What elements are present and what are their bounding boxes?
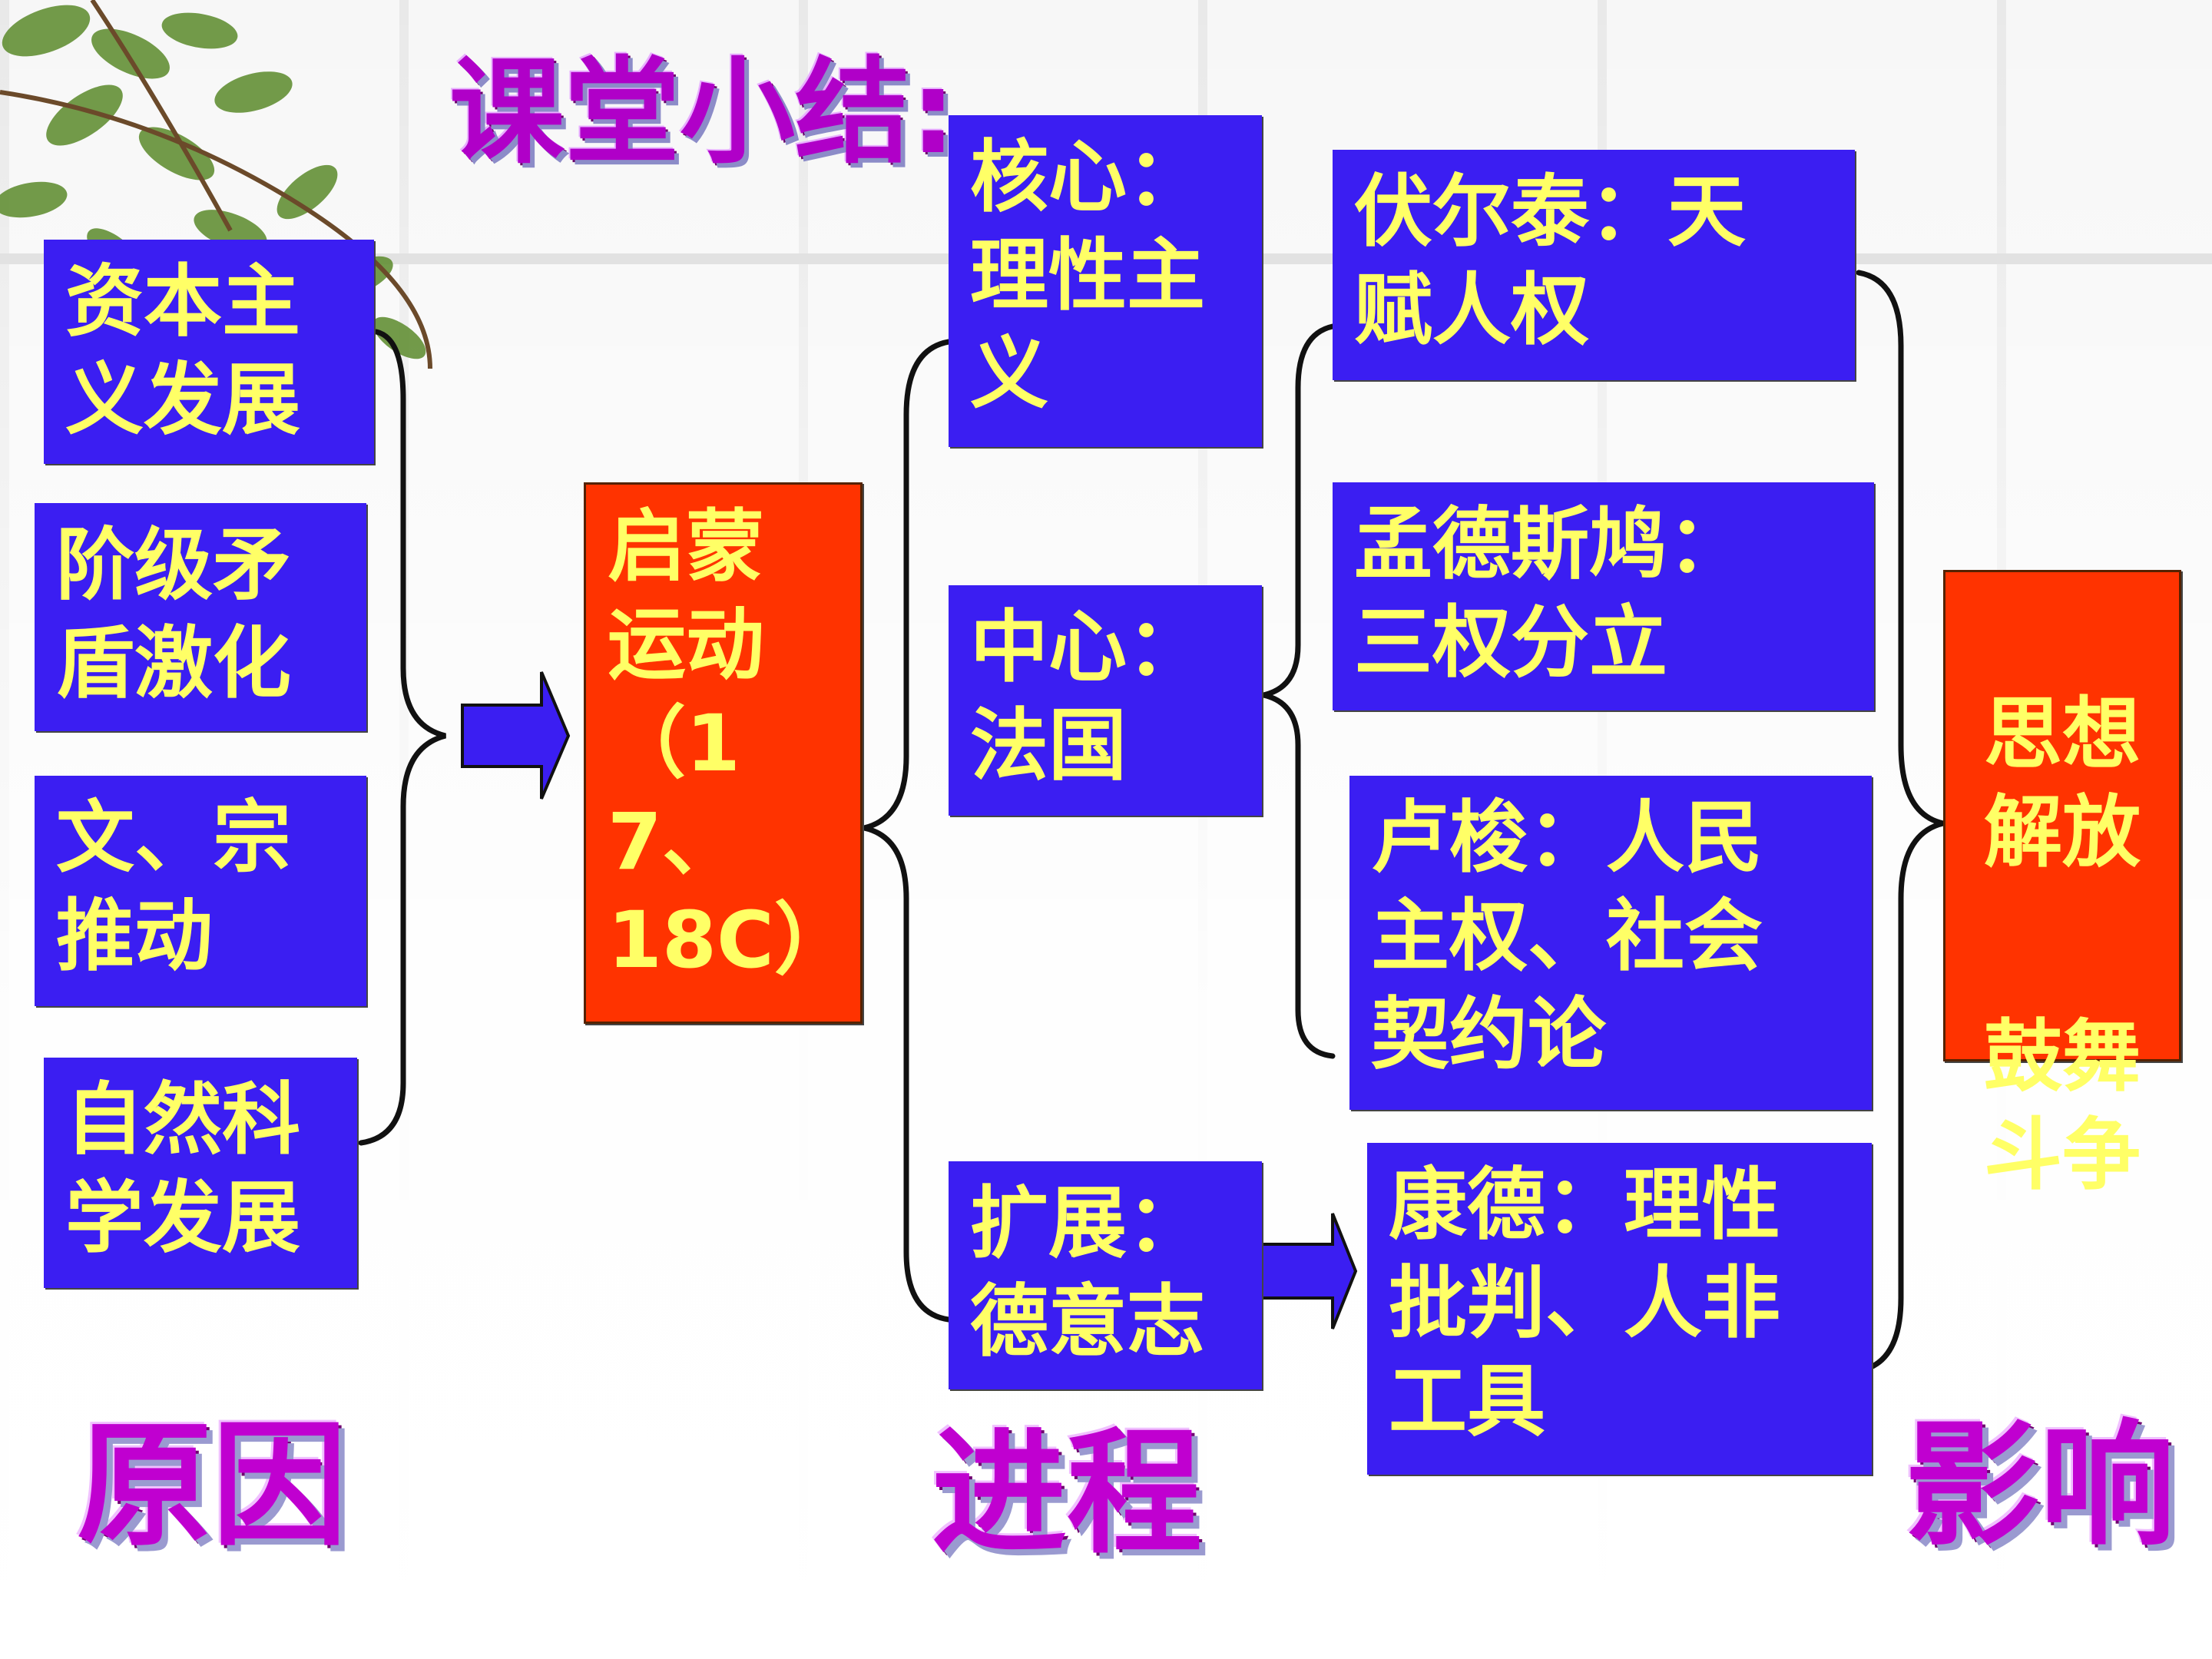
thinker-kant: 康德：理性 批判、人非 工具	[1367, 1143, 1872, 1475]
page-title: 课堂小结:	[449, 46, 956, 180]
cause-natural-science: 自然科 学发展	[44, 1058, 357, 1288]
impact-liberation: 思想 解放	[1984, 689, 2141, 879]
cause-capitalism: 资本主 义发展	[44, 240, 374, 464]
process-core: 核心： 理性主 义	[949, 115, 1262, 447]
enlightenment-box: 启蒙 运动 （17、 18C）	[584, 482, 863, 1024]
thinker-montesquieu: 孟德斯鸠： 三权分立	[1333, 482, 1874, 710]
arrow-to-kant	[1260, 1213, 1358, 1330]
heading-cause: 原因	[77, 1407, 348, 1565]
impact-box: 思想 解放 鼓舞 斗争	[1943, 570, 2181, 1201]
thinker-rousseau: 卢梭：人民 主权、社会 契约论	[1349, 776, 1872, 1110]
heading-impact: 影响	[1905, 1407, 2176, 1565]
thinker-voltaire: 伏尔泰：天 赋人权	[1333, 150, 1855, 380]
impact-encourage: 鼓舞 斗争	[1984, 1012, 2141, 1201]
process-hub: 中心： 法国	[949, 585, 1262, 816]
process-spread: 扩展： 德意志	[949, 1161, 1262, 1389]
cause-renaissance-reformation: 文、宗 推动	[35, 776, 366, 1006]
plant-decoration	[0, 0, 432, 369]
heading-process: 进程	[932, 1415, 1203, 1572]
cause-class-conflict: 阶级矛 盾激化	[35, 503, 366, 731]
arrow-to-center	[461, 671, 571, 800]
